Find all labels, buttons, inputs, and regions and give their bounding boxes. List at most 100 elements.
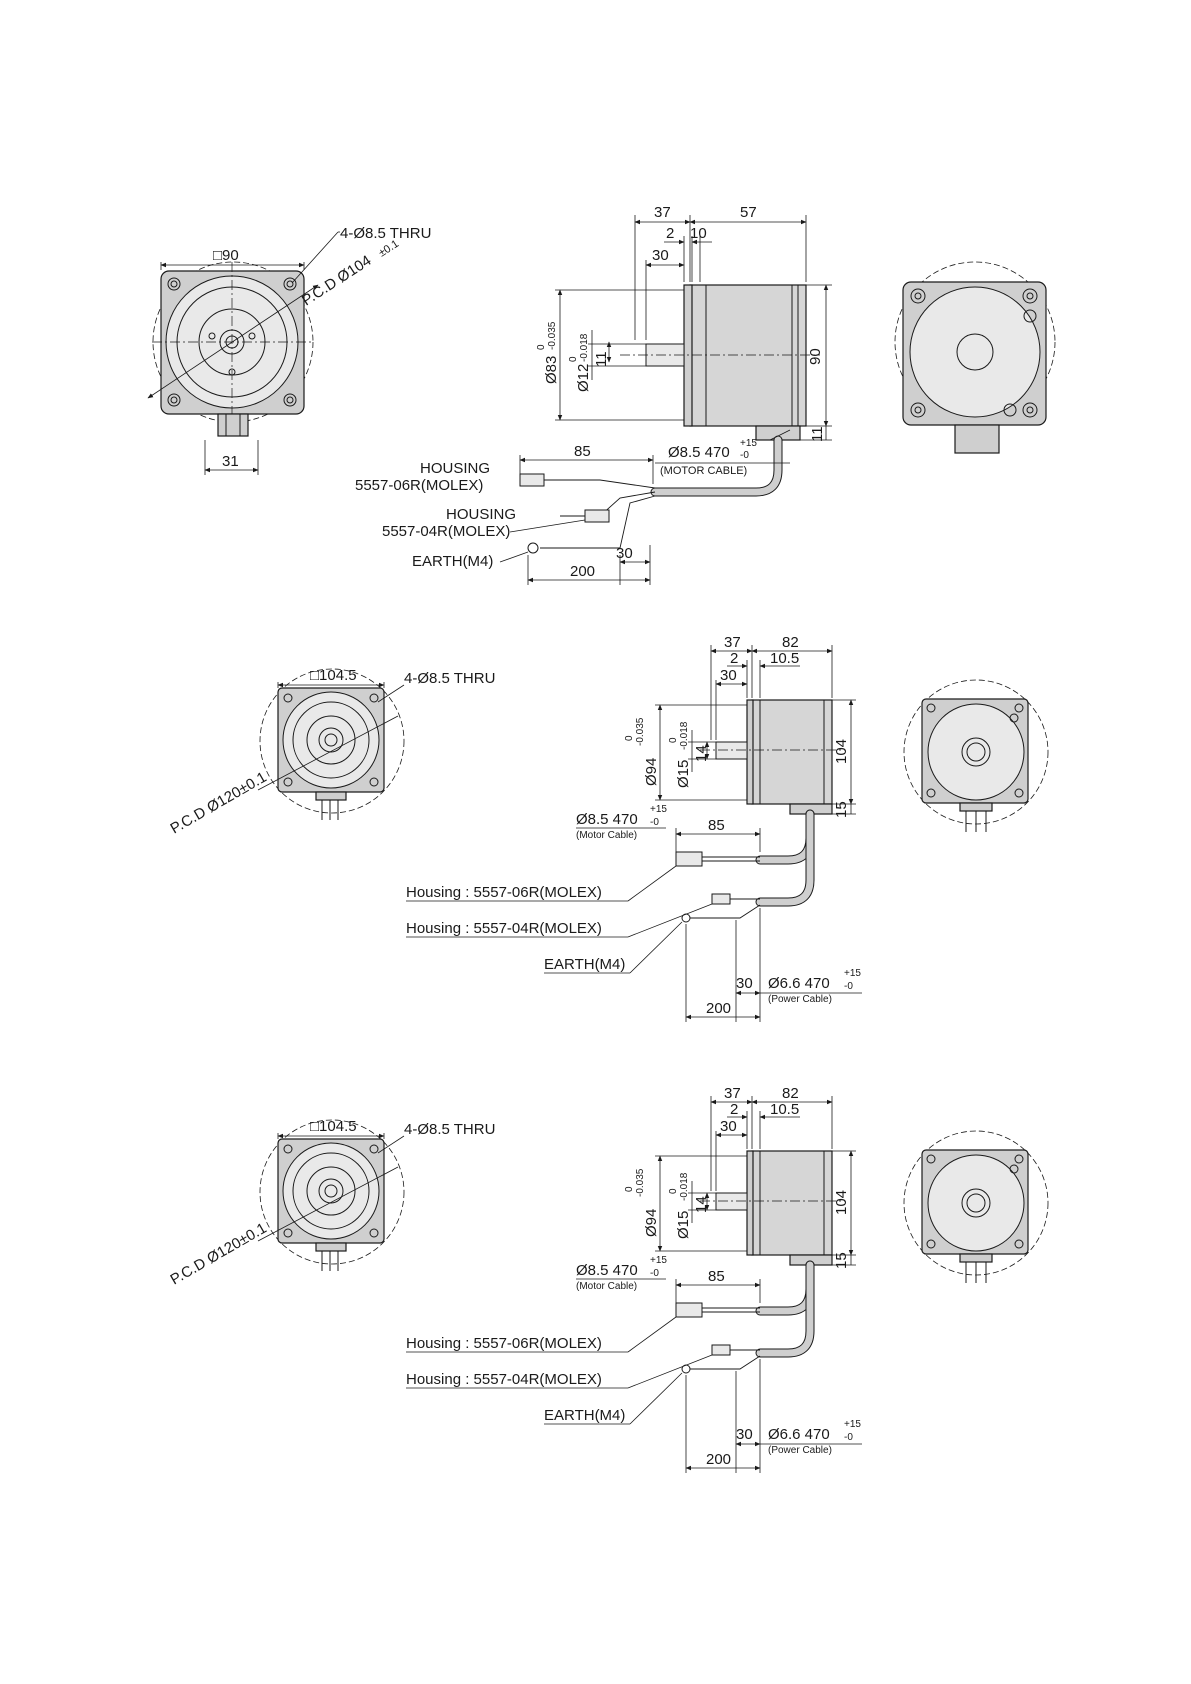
drawing-3-side-view: 37 82 2 10.5 30 Ø94 0 -0.035 Ø15 [406, 1085, 862, 1473]
d3-dim-200: 200 [706, 1451, 731, 1468]
d3-height-104: 104 [833, 1190, 850, 1215]
d3-dim-30: 30 [720, 1118, 737, 1135]
d3-power-spec: Ø6.6 470 [768, 1426, 830, 1443]
d3-dim-37: 37 [724, 1085, 741, 1102]
d2-box-15: 15 [833, 801, 850, 818]
d2-pcd-label: P.C.D Ø120±0.1 [168, 769, 270, 838]
drawing-1-side-view: 37 57 2 10 30 Ø83 0 -0.035 [355, 204, 832, 585]
d3-earth: EARTH(M4) [544, 1407, 625, 1424]
d1-square-label: □90 [213, 247, 239, 264]
drawing-3: □104.5 4-Ø8.5 THRU P.C.D Ø120±0.1 37 82 [168, 1085, 1049, 1473]
d2-dia-body-tol-up: 0 [624, 735, 635, 741]
d2-dim-82: 82 [782, 634, 799, 651]
drawing-2-rear-view [903, 679, 1049, 832]
d1-box-11: 11 [809, 426, 826, 442]
drawing-1-front-view: □90 31 4-Ø8.5 THRU P.C.D Ø104 ±0.1 [147, 225, 431, 475]
d2-dia-shaft: Ø15 [675, 760, 692, 788]
d2-height-104: 104 [833, 739, 850, 764]
d1-dia-shaft-tol-dn: -0.018 [579, 333, 590, 362]
d2-dim-30: 30 [720, 667, 737, 684]
d3-power-label: (Power Cable) [768, 1445, 832, 1456]
drawing-3-front-view: □104.5 4-Ø8.5 THRU P.C.D Ø120±0.1 [168, 1118, 496, 1288]
d2-housing2: Housing : 5557-04R(MOLEX) [406, 920, 602, 937]
d2-dim-37: 37 [724, 634, 741, 651]
d1-pcd-label: P.C.D Ø104 [299, 252, 374, 309]
d2-square-label: □104.5 [310, 667, 357, 684]
d3-box-15: 15 [833, 1252, 850, 1269]
d1-dia-body: Ø83 [543, 356, 560, 384]
d3-dia-body: Ø94 [643, 1209, 660, 1237]
d1-dim-57: 57 [740, 204, 757, 221]
d3-dia-shaft: Ø15 [675, 1211, 692, 1239]
drawing-2-side-view: 37 82 2 10.5 30 Ø94 0 -0.035 Ø15 [406, 634, 862, 1022]
d2-dim-10-5: 10.5 [770, 650, 799, 667]
d2-housing1: Housing : 5557-06R(MOLEX) [406, 884, 602, 901]
d1-height-90: 90 [807, 348, 824, 365]
d1-dim-37: 37 [654, 204, 671, 221]
d1-cable-85: 85 [574, 443, 591, 460]
d1-thru-label: 4-Ø8.5 THRU [340, 225, 431, 242]
d2-thru-label: 4-Ø8.5 THRU [404, 670, 495, 687]
d2-dim-200: 200 [706, 1000, 731, 1017]
d2-cable-label: (Motor Cable) [576, 830, 637, 841]
d3-dia-shaft-tol-dn: -0.018 [679, 1172, 690, 1201]
d2-cable-tol-up: +15 [650, 804, 667, 815]
d1-housing2-a: HOUSING [446, 506, 516, 523]
d3-dim-82: 82 [782, 1085, 799, 1102]
d3-cable-tol-dn: -0 [650, 1268, 659, 1279]
d2-dia-body-tol-dn: -0.035 [635, 717, 646, 746]
d2-dia-body: Ø94 [643, 758, 660, 786]
d1-dim-10: 10 [690, 225, 707, 242]
d1-earth: EARTH(M4) [412, 553, 493, 570]
d2-power-tol-dn: -0 [844, 981, 853, 992]
d1-dim-30b: 30 [616, 545, 633, 562]
d1-cable-tol-up: +15 [740, 438, 757, 449]
drawing-1-rear-view [894, 261, 1056, 454]
d2-cable-tol-dn: -0 [650, 817, 659, 828]
d1-width-31: 31 [222, 453, 239, 470]
drawing-2: □104.5 4-Ø8.5 THRU P.C.D Ø120±0.1 37 82 [168, 634, 1049, 1022]
d1-dia-body-tol-dn: -0.035 [547, 321, 558, 350]
d3-dim-10-5: 10.5 [770, 1101, 799, 1118]
d1-dim-2: 2 [666, 225, 674, 242]
d3-cable-tol-up: +15 [650, 1255, 667, 1266]
d3-dia-body-tol-up: 0 [624, 1186, 635, 1192]
d3-power-tol-up: +15 [844, 1419, 861, 1430]
d3-power-tol-dn: -0 [844, 1432, 853, 1443]
d2-power-spec: Ø6.6 470 [768, 975, 830, 992]
d2-dim-2: 2 [730, 650, 738, 667]
d3-square-label: □104.5 [310, 1118, 357, 1135]
d1-housing2-b: 5557-04R(MOLEX) [382, 523, 510, 540]
d3-dim-30b: 30 [736, 1426, 753, 1443]
d2-cable-85: 85 [708, 817, 725, 834]
d1-dia-shaft-tol-up: 0 [568, 356, 579, 362]
d3-cable-85: 85 [708, 1268, 725, 1285]
d2-dim-30b: 30 [736, 975, 753, 992]
d2-dia-shaft-tol-dn: -0.018 [679, 721, 690, 750]
d1-dim-200: 200 [570, 563, 595, 580]
d2-power-label: (Power Cable) [768, 994, 832, 1005]
drawing-3-rear-view [903, 1130, 1049, 1283]
d1-dia-shaft: Ø12 [575, 364, 592, 392]
d3-key-14: 14 [693, 1196, 710, 1213]
d2-dia-shaft-tol-up: 0 [668, 737, 679, 743]
d1-cable-tol-dn: -0 [740, 450, 749, 461]
d1-cable-spec: Ø8.5 470 [668, 444, 730, 461]
d3-dia-shaft-tol-up: 0 [668, 1188, 679, 1194]
d3-cable-spec: Ø8.5 470 [576, 1262, 638, 1279]
d3-thru-label: 4-Ø8.5 THRU [404, 1121, 495, 1138]
d1-dim-30: 30 [652, 247, 669, 264]
d1-dia-body-tol-up: 0 [536, 344, 547, 350]
d1-housing1-a: HOUSING [420, 460, 490, 477]
d3-pcd-label: P.C.D Ø120±0.1 [168, 1220, 270, 1289]
d2-cable-spec: Ø8.5 470 [576, 811, 638, 828]
d3-housing2: Housing : 5557-04R(MOLEX) [406, 1371, 602, 1388]
d1-key-11: 11 [593, 351, 610, 367]
drawing-2-front-view: □104.5 4-Ø8.5 THRU P.C.D Ø120±0.1 [168, 667, 496, 837]
d1-housing1-b: 5557-06R(MOLEX) [355, 477, 483, 494]
d2-key-14: 14 [693, 745, 710, 762]
d2-power-tol-up: +15 [844, 968, 861, 979]
d3-dia-body-tol-dn: -0.035 [635, 1168, 646, 1197]
d2-earth: EARTH(M4) [544, 956, 625, 973]
